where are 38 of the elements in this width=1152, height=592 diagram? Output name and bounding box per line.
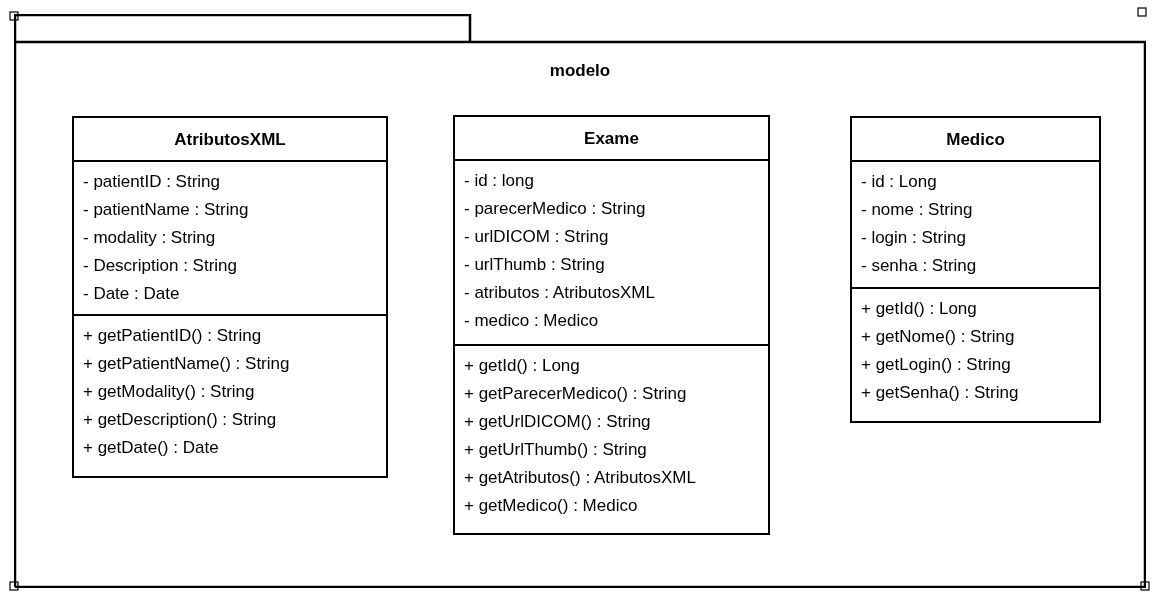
attribute-text: - nome : String [861, 199, 973, 221]
attribute-text: - atributos : AtributosXML [464, 282, 655, 304]
attribute-text: - urlDICOM : String [464, 226, 609, 248]
attribute-text: - medico : Medico [464, 310, 599, 332]
attribute-text: - urlThumb : String [464, 254, 605, 276]
package-name: modelo [548, 61, 612, 81]
attribute-text: - modality : String [83, 227, 216, 249]
operation-text: + getMedico() : Medico [464, 495, 638, 517]
attribute-text: - patientName : String [83, 199, 249, 221]
operation-text: + getPatientName() : String [83, 353, 290, 375]
class-box [453, 115, 770, 535]
operation-text: + getId() : Long [464, 355, 580, 377]
attribute-text: - senha : String [861, 255, 977, 277]
class-name: Exame [455, 117, 768, 161]
operation-text: + getLogin() : String [861, 354, 1011, 376]
operation-text: + getId() : Long [861, 298, 977, 320]
attribute-text: - login : String [861, 227, 966, 249]
operation-text: + getModality() : String [83, 381, 255, 403]
operation-text: + getDate() : Date [83, 437, 219, 459]
operation-text: + getParecerMedico() : String [464, 383, 687, 405]
class-name: Medico [852, 118, 1099, 162]
attribute-text: - parecerMedico : String [464, 198, 646, 220]
operation-text: + getUrlThumb() : String [464, 439, 647, 461]
operation-text: + getDescription() : String [83, 409, 277, 431]
operation-text: + getAtributos() : AtributosXML [464, 467, 696, 489]
class-box [850, 116, 1101, 423]
package-frame [14, 14, 1146, 588]
attribute-text: - patientID : String [83, 171, 220, 193]
class-box [72, 116, 388, 478]
operation-text: + getSenha() : String [861, 382, 1019, 404]
attribute-text: - Date : Date [83, 283, 180, 305]
operation-text: + getUrlDICOM() : String [464, 411, 651, 433]
operation-text: + getPatientID() : String [83, 325, 262, 347]
attribute-text: - id : Long [861, 171, 937, 193]
operation-text: + getNome() : String [861, 326, 1015, 348]
class-name: AtributosXML [74, 118, 386, 162]
attribute-text: - id : long [464, 170, 534, 192]
attribute-text: - Description : String [83, 255, 237, 277]
